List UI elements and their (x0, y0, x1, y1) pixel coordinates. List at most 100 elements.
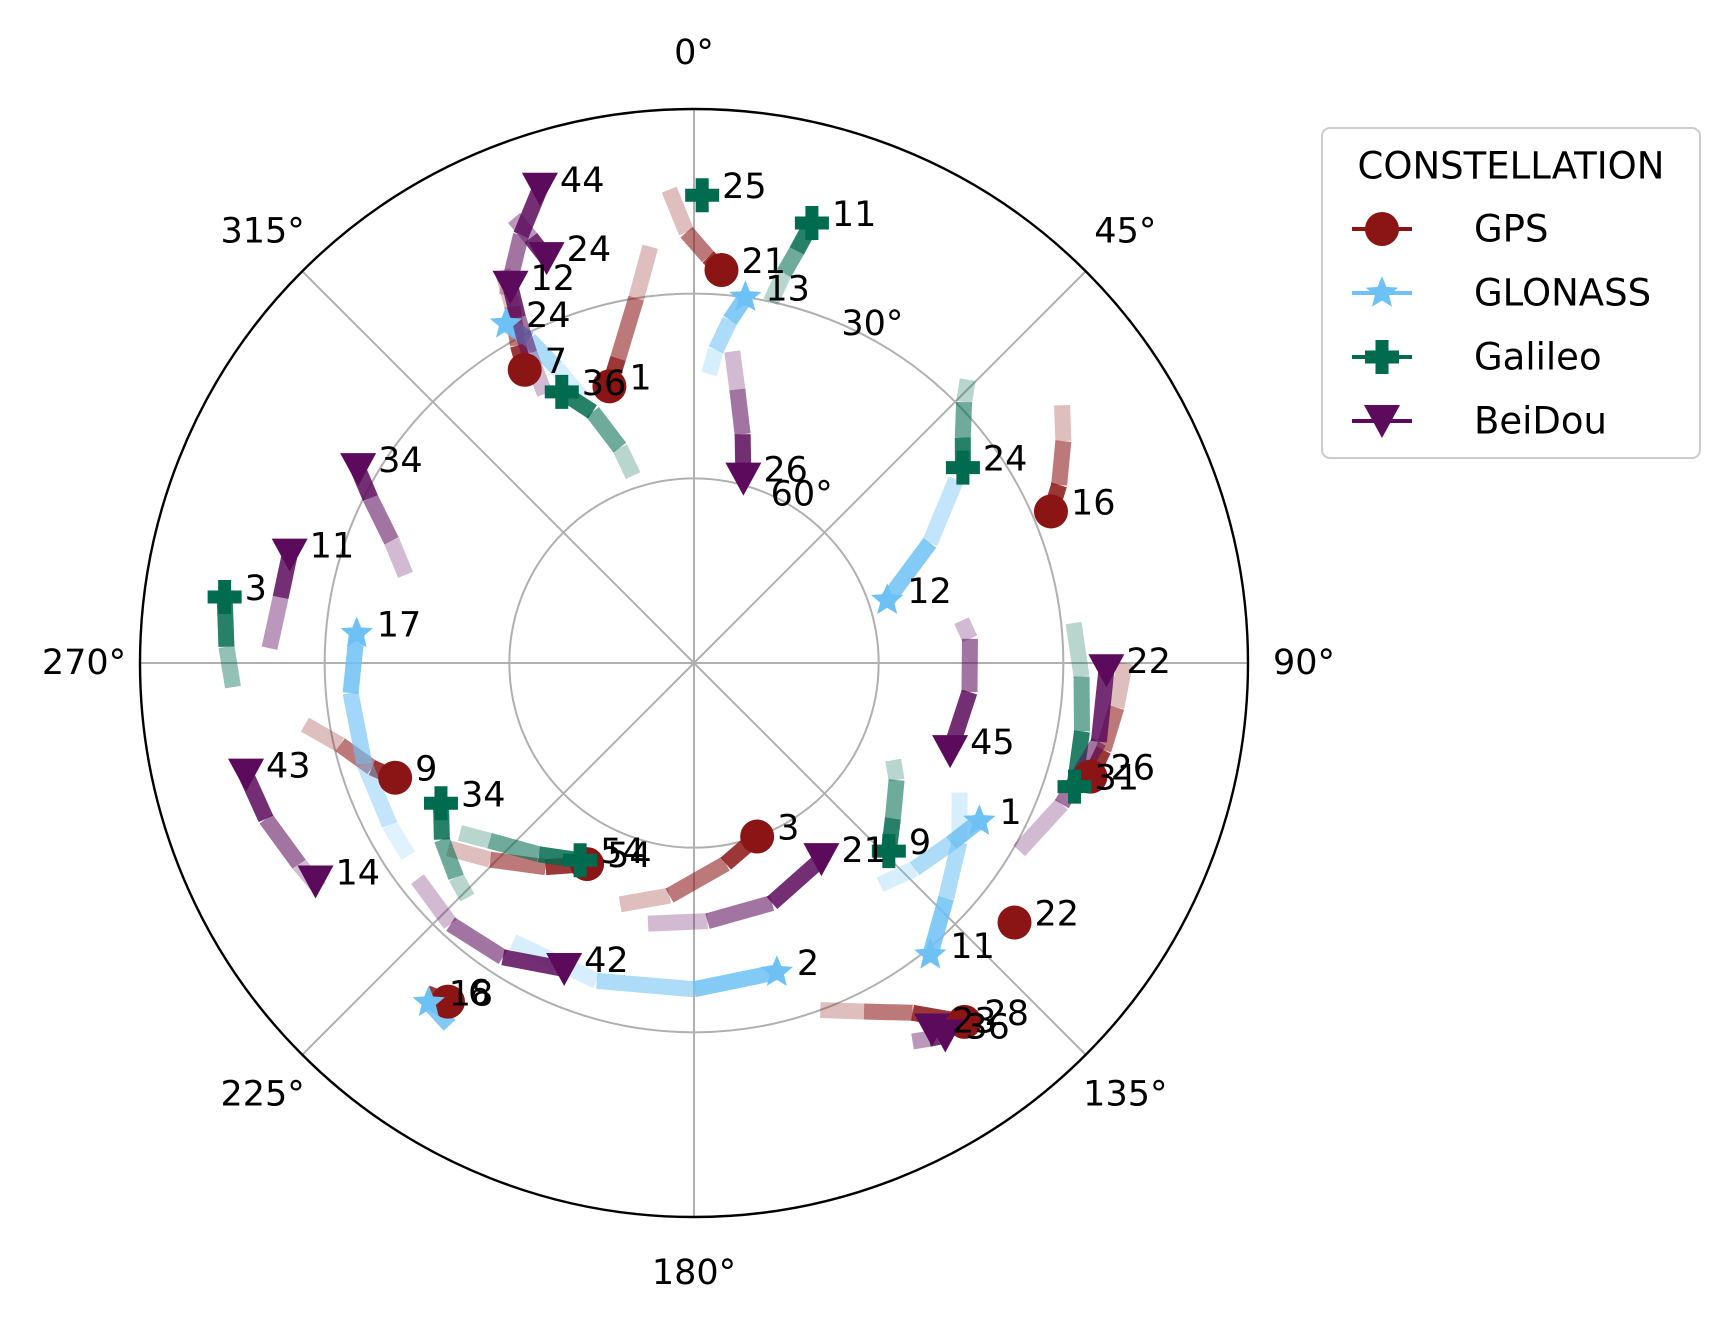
satellite-label: 1 (999, 793, 1021, 833)
satellite-marker-beidou (803, 843, 840, 877)
trail-segment-gps (661, 186, 694, 236)
azimuth-tick-label: 270° (42, 643, 126, 683)
satellite-label: 22 (1035, 895, 1080, 935)
trail-segment-gps (300, 717, 345, 752)
satellite-label: 6 (468, 974, 490, 1014)
elevation-tick-label: 30° (841, 304, 903, 344)
azimuth-tick-label: 90° (1273, 643, 1335, 683)
satellite-marker-beidou (271, 538, 308, 572)
trail-segment-galileo (954, 401, 973, 438)
satellite-marker-gps (507, 352, 542, 387)
satellite-marker-gps (740, 819, 775, 854)
satellite-label: 3 (245, 569, 267, 609)
satellite-marker-beidou (228, 758, 265, 792)
legend-marker-galileo (1365, 340, 1399, 374)
axis-tick-labels: 0°45°90°135°180°225°270°315°30°60° (42, 33, 1335, 1293)
satellite-markers (207, 172, 1125, 1053)
satellite-trails (216, 185, 1133, 1050)
trail-segment-beidou (504, 233, 529, 275)
legend-entry-gps: GPS (1474, 208, 1548, 251)
legend-entry-beidou: BeiDou (1474, 400, 1607, 443)
polar-frame (138, 107, 1250, 1219)
trail-segment-galileo (457, 825, 492, 849)
trail-segment-gps (489, 851, 547, 876)
satellite-label: 17 (377, 605, 422, 645)
trail-segment-glonass (342, 691, 373, 766)
satellite-label: 12 (907, 572, 952, 612)
satellite-label: 1 (629, 358, 651, 398)
trail-segment-galileo (956, 378, 976, 404)
legend-marker-glonass (1365, 276, 1399, 307)
trail-segment-gps (665, 856, 730, 903)
trail-segment-gps (1108, 661, 1133, 709)
satellite-labels: 1217162693542262813241217111218251136243… (245, 161, 1171, 1048)
satellite-marker-glonass (340, 616, 373, 648)
trail-segment-galileo (218, 645, 241, 689)
trail-segment-beidou (911, 1030, 931, 1050)
satellite-label: 2 (797, 944, 819, 984)
satellite-label: 24 (983, 440, 1028, 480)
trail-segment-galileo (434, 836, 464, 881)
satellite-label: 12 (531, 259, 576, 299)
satellite-marker-beidou (340, 453, 377, 487)
trail-segment-gps (610, 295, 644, 361)
trail-segment-beidou (363, 494, 399, 545)
satellite-label: 36 (965, 1008, 1010, 1048)
trail-segment-gps (446, 840, 493, 868)
legend-entry-galileo: Galileo (1474, 336, 1602, 379)
satellite-marker-beidou (492, 270, 529, 304)
satellite-label: 26 (1110, 749, 1155, 789)
legend-entry-glonass: GLONASS (1474, 272, 1651, 315)
satellite-label: 16 (1071, 483, 1116, 523)
trail-segment-galileo (777, 246, 804, 278)
trail-segment-glonass (922, 476, 964, 546)
satellite-label: 54 (600, 832, 645, 872)
trail-segment-galileo (487, 832, 542, 863)
satellite-marker-gps (378, 760, 413, 795)
trail-segment-gps (628, 244, 658, 301)
satellite-marker-galileo (945, 450, 980, 485)
legend-box (1321, 127, 1701, 459)
trail-segment-beidou (411, 874, 457, 929)
trail-segment-beidou (259, 814, 306, 869)
trail-segment-glonass (342, 632, 365, 694)
satellite-label: 24 (567, 230, 612, 270)
azimuth-tick-label: 180° (652, 1253, 736, 1293)
satellite-label: 21 (741, 242, 786, 282)
trail-segment-beidou (766, 853, 827, 910)
satellite-label: 34 (378, 441, 423, 481)
trail-segment-glonass (356, 760, 398, 828)
satellite-label: 3 (777, 809, 799, 849)
satellite-marker-galileo (207, 580, 242, 615)
satellite-marker-beidou (1088, 654, 1125, 688)
trail-segment-glonass (708, 316, 738, 354)
satellite-marker-gps (430, 984, 465, 1019)
satellite-label: 11 (310, 527, 355, 567)
trail-segment-galileo (885, 758, 905, 782)
satellite-label: 11 (832, 195, 877, 235)
satellite-marker-beidou (521, 172, 558, 206)
azimuth-grid-line-1 (693, 270, 1087, 664)
satellite-marker-beidou (932, 735, 969, 769)
trail-segment-galileo (586, 407, 627, 453)
trail-segment-glonass (701, 347, 724, 377)
satellite-marker-beidou (546, 952, 583, 986)
satellite-label: 11 (950, 927, 995, 967)
satellite-marker-galileo (423, 786, 458, 821)
satellite-label: 7 (545, 342, 567, 382)
satellite-marker-glonass (760, 955, 793, 986)
satellite-marker-galileo (685, 178, 720, 213)
trail-segment-beidou (446, 917, 508, 965)
trail-segment-beidou (384, 537, 413, 578)
satellite-label: 25 (722, 167, 767, 207)
satellite-marker-gps (592, 369, 627, 404)
satellite-label: 13 (765, 269, 810, 309)
satellite-label: 45 (970, 723, 1015, 763)
satellite-label: 26 (763, 451, 808, 491)
satellite-label: 43 (266, 747, 311, 787)
satellite-label: 42 (584, 941, 629, 981)
legend-marker-beidou (1364, 405, 1400, 438)
satellite-label: 24 (526, 296, 571, 336)
trail-segment-beidou (647, 913, 708, 932)
trail-segment-gps (863, 1003, 913, 1021)
